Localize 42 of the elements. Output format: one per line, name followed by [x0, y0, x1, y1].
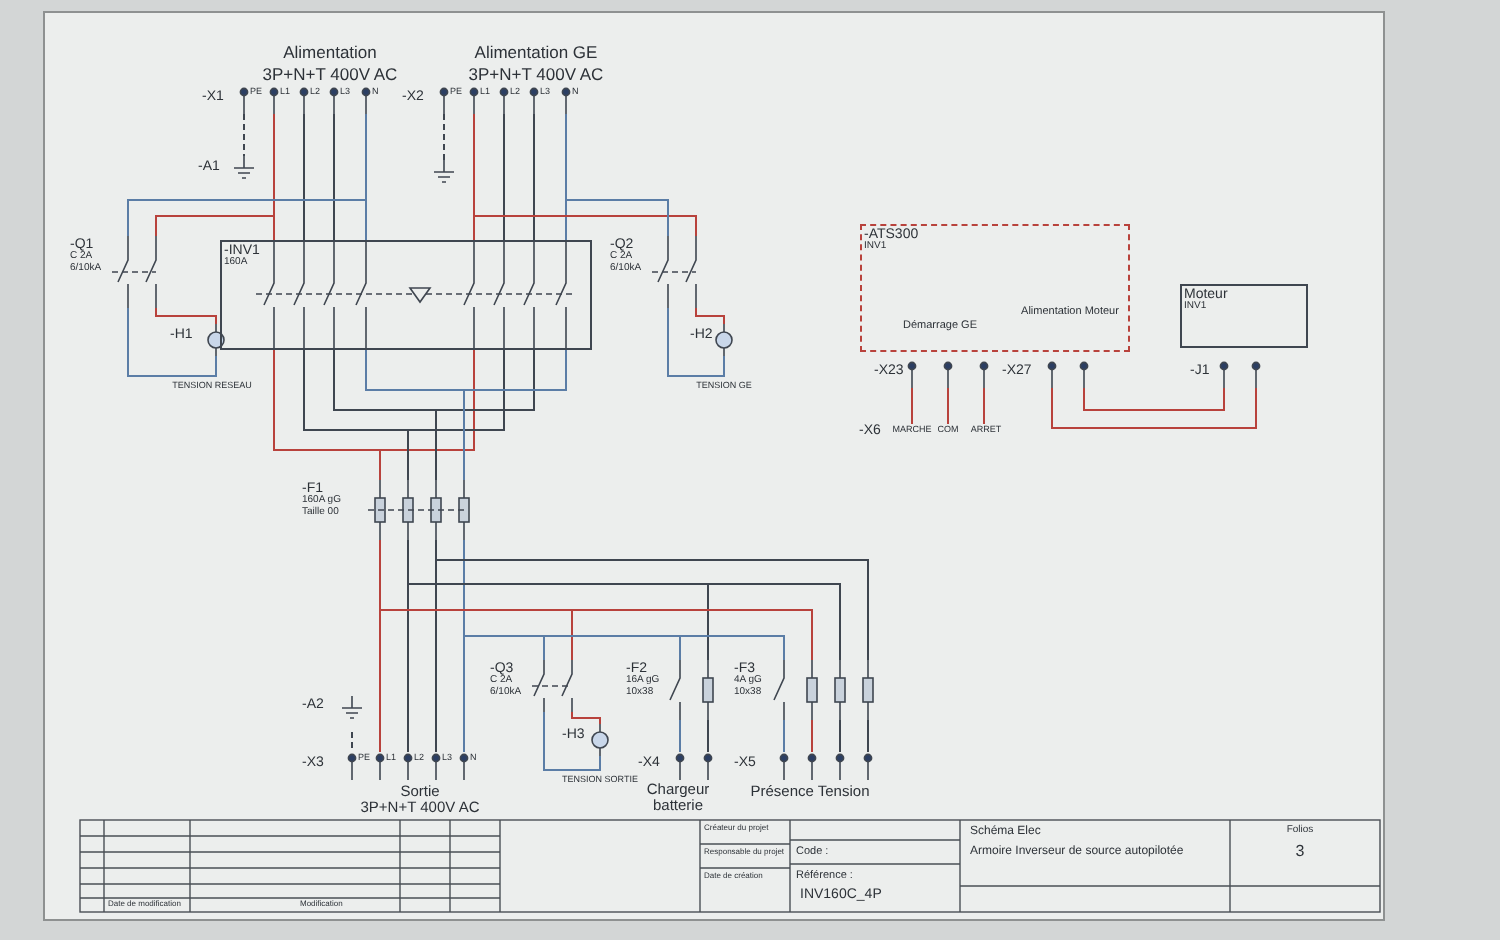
earth-symbol: [428, 160, 460, 188]
supply-heading: Alimentation: [281, 44, 379, 63]
wire: [571, 711, 601, 725]
wire: [351, 731, 353, 753]
supply-heading: 3P+N+T 400V AC: [260, 66, 400, 85]
controller-outline: [860, 224, 1130, 352]
wire: [127, 113, 367, 237]
wire: [565, 113, 669, 237]
motor-box: [1180, 284, 1308, 348]
wire: [783, 719, 785, 753]
wire: [127, 307, 217, 377]
wire: [155, 307, 217, 325]
wire: [473, 113, 697, 237]
wire: [811, 719, 813, 753]
wire: [695, 307, 725, 325]
wire: [947, 387, 949, 425]
wire: [911, 387, 913, 425]
wire: [667, 307, 725, 377]
wire: [533, 113, 535, 241]
supply-heading: Alimentation GE: [472, 44, 600, 63]
supply-heading: 3P+N+T 400V AC: [466, 66, 606, 85]
wire: [1051, 387, 1257, 429]
title-block-text: 3: [1293, 844, 1307, 862]
wire: [379, 349, 475, 481]
wire: [463, 539, 785, 661]
wire: [543, 711, 601, 771]
wire: [679, 719, 681, 753]
wire: [243, 113, 245, 157]
wire: [407, 349, 505, 481]
wire: [983, 387, 985, 425]
wire: [435, 349, 535, 481]
wire: [463, 349, 567, 481]
wire: [303, 113, 305, 241]
wire: [503, 113, 505, 241]
wire: [155, 113, 275, 237]
wire: [443, 113, 445, 161]
wire: [707, 719, 709, 753]
wire: [1083, 387, 1225, 411]
wire: [333, 113, 335, 241]
wire: [839, 719, 841, 753]
changeover-switch-box: [220, 240, 592, 350]
wire: [867, 719, 869, 753]
